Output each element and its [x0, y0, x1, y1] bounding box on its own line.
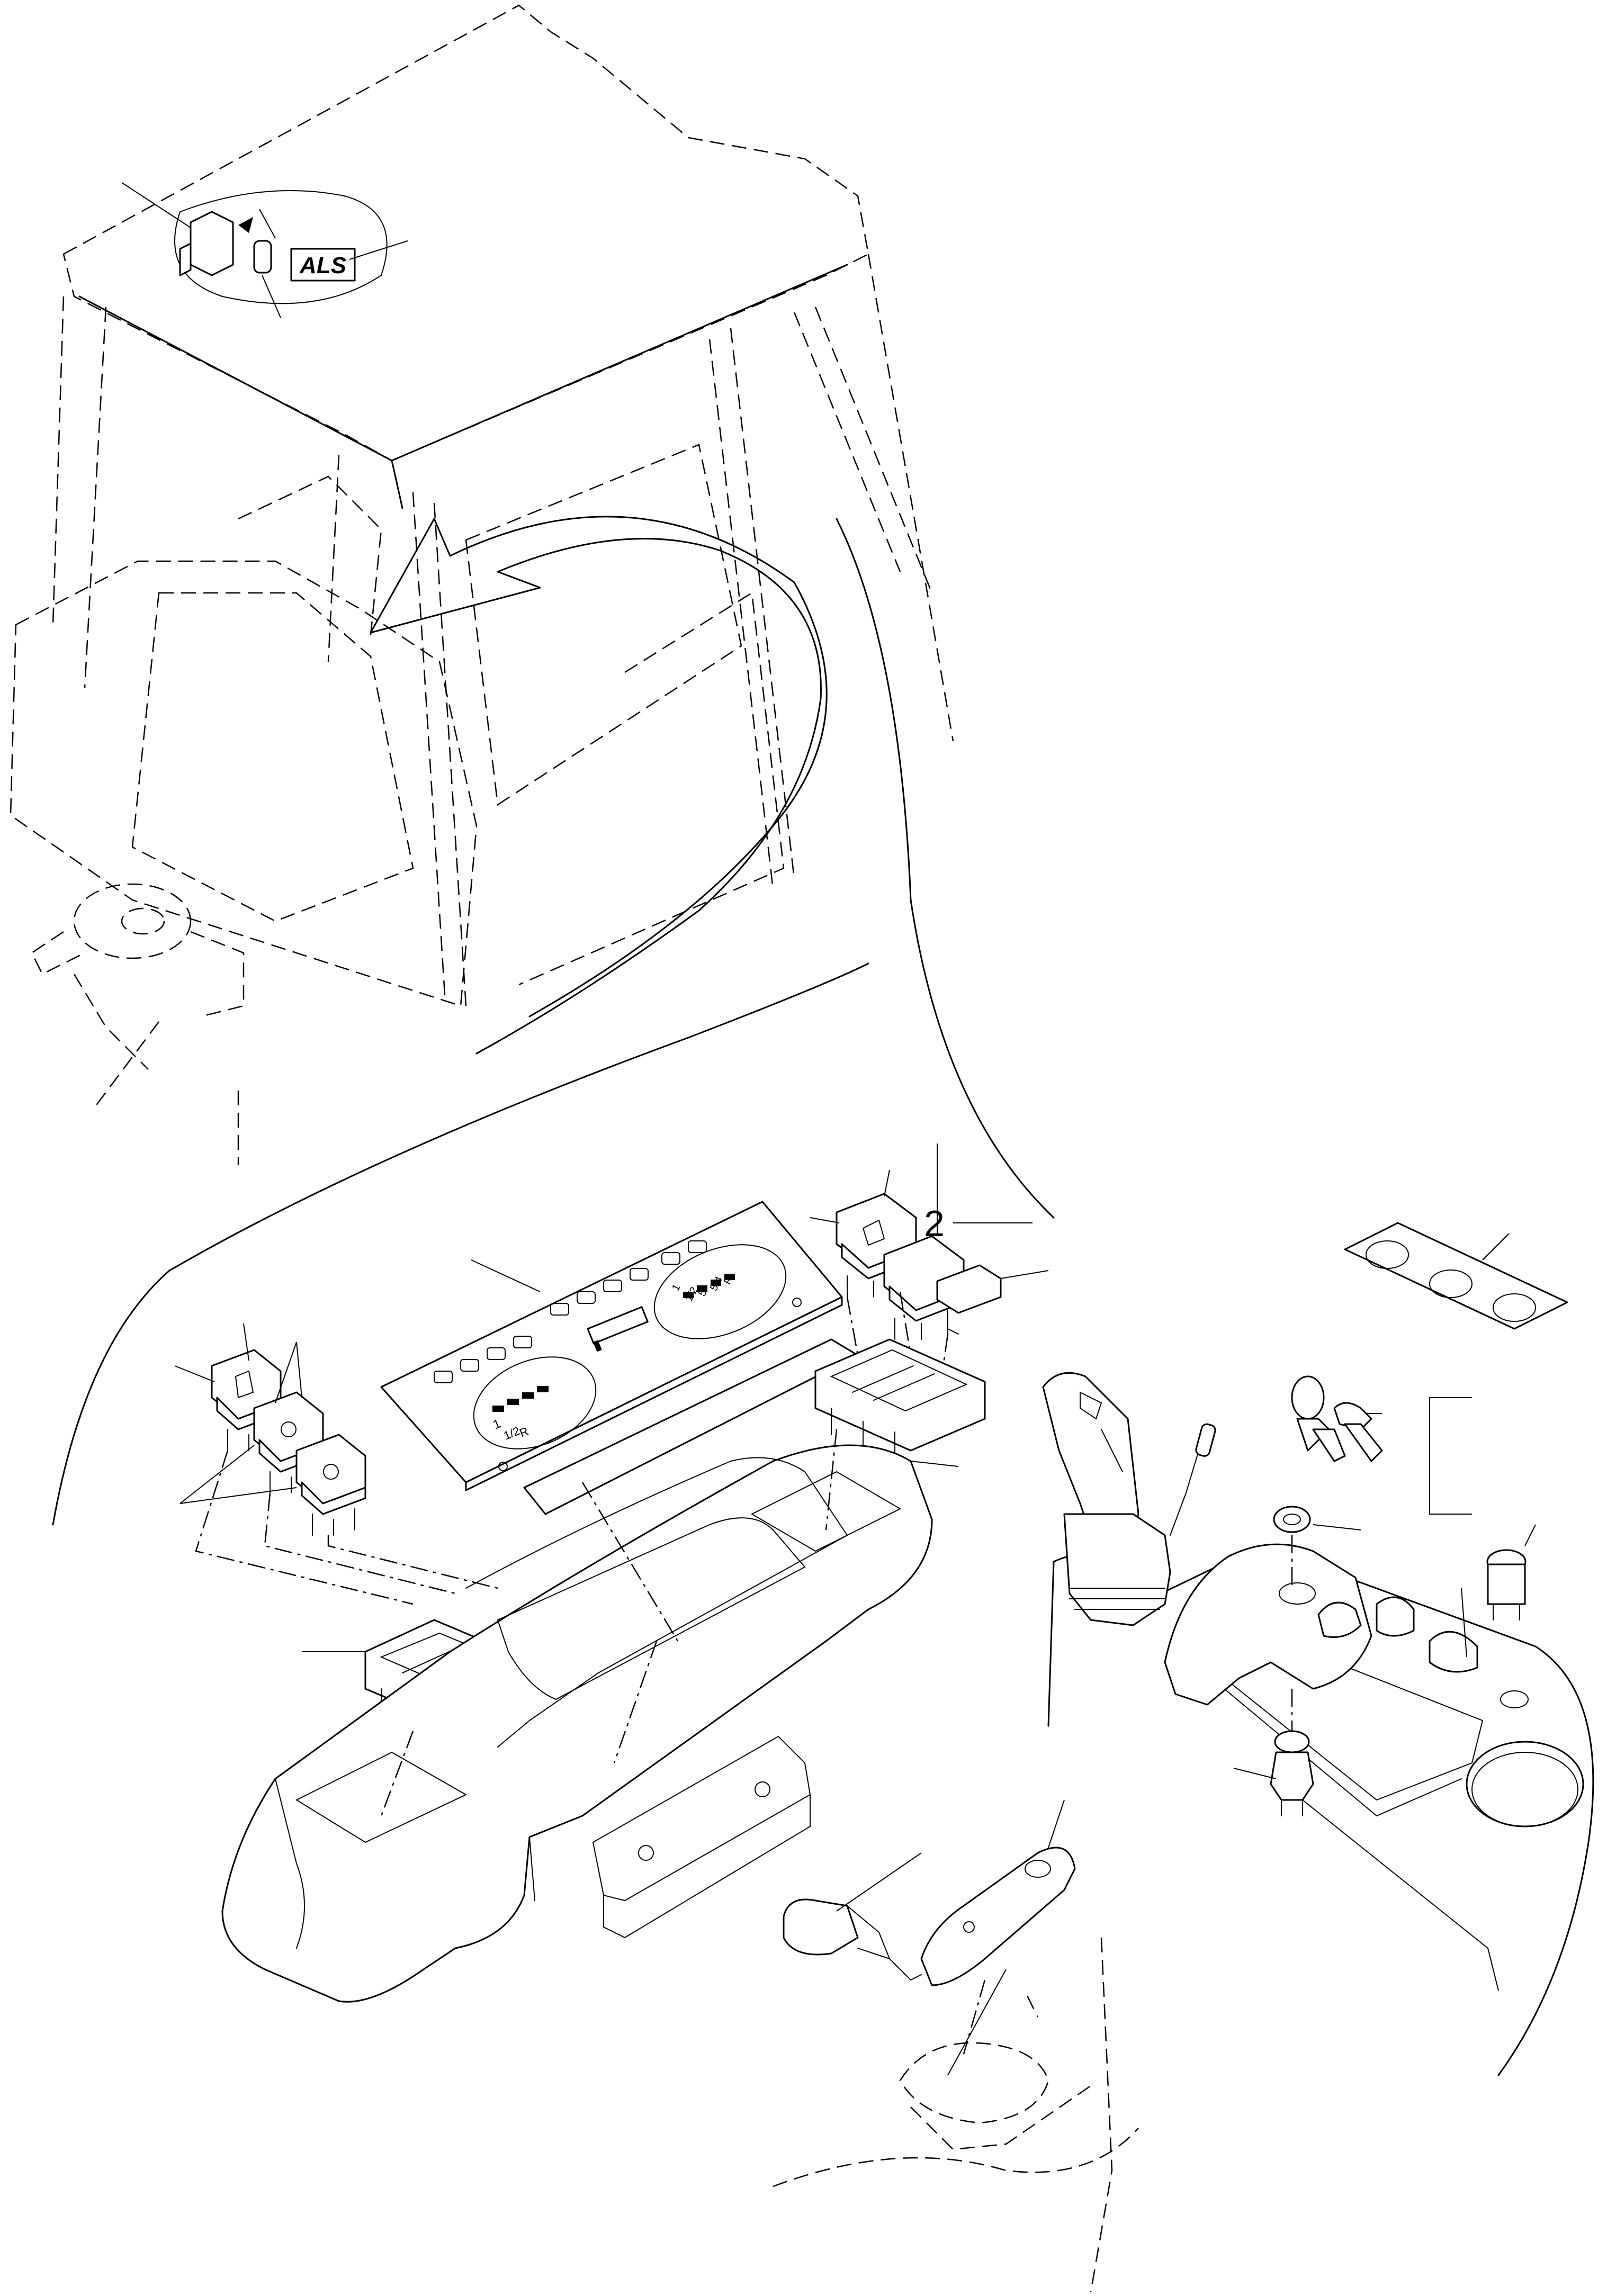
switch-housing-right: [814, 1338, 986, 1467]
key-icon: [1291, 1375, 1383, 1462]
switch-icon: [295, 1434, 366, 1536]
indicator-lamps: [434, 1240, 707, 1383]
stalk-lever: [783, 1799, 1076, 2076]
ignition-switch-icon: [1233, 1506, 1361, 1816]
console-body: [221, 1429, 933, 2003]
gauge-bar-left: [492, 1386, 549, 1412]
cigarette-lighter-icon: [1429, 1397, 1536, 1620]
right-console: [1047, 1545, 1594, 2076]
floor-outline: [52, 962, 869, 1526]
cab-outline: [10, 4, 954, 1165]
floor-dashed: [773, 1937, 1139, 2293]
knob-housing: [1164, 1543, 1529, 1708]
gauge-bar-right: [683, 1274, 735, 1298]
switch-group-centre: 2: [810, 1144, 1049, 1372]
instrument-panel: 1 1/2 R 1 1/2 5 5/4 R: [380, 1201, 859, 1515]
direction-arrow: [370, 516, 1055, 1219]
sheet-number: 2: [924, 1203, 945, 1244]
roof-inset: ALS: [121, 182, 408, 318]
als-logo: ALS: [299, 253, 346, 278]
switch-group-left: [174, 1323, 498, 1605]
decal-plate: [1344, 1222, 1568, 1330]
joystick-icon: [1042, 1372, 1216, 1626]
switch-icon: [211, 1349, 282, 1451]
blank-plug: [936, 1264, 1002, 1335]
